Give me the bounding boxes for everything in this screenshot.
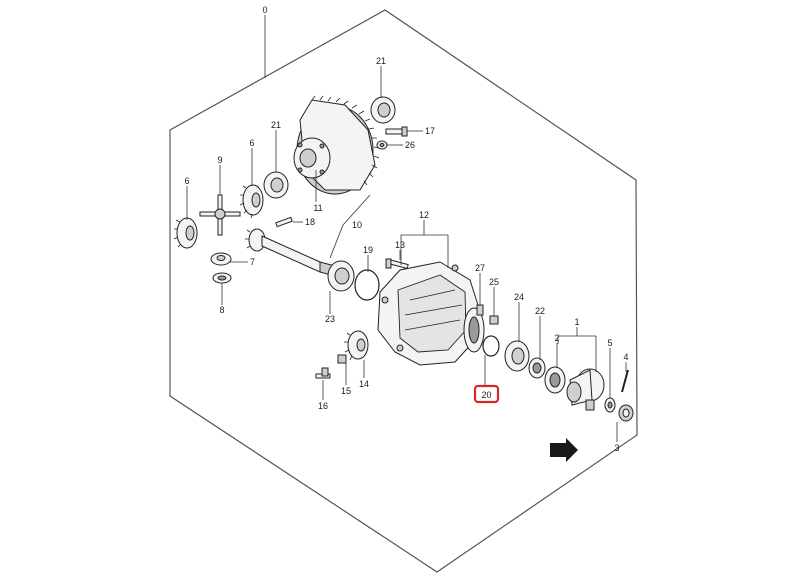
callout-10: 10	[352, 220, 362, 230]
nut-15	[337, 354, 347, 364]
callout-27: 27	[475, 263, 485, 273]
bolt-13	[385, 258, 409, 270]
callout-labels: 0 21 17 26 21 6 9 6 11 18 10 7 8 12 13 1…	[184, 5, 628, 453]
nut-3	[618, 404, 634, 422]
breather-27	[476, 304, 484, 316]
callout-21-middle: 21	[271, 120, 281, 130]
callout-9: 9	[217, 155, 222, 165]
bearing-23	[327, 260, 355, 292]
callout-26: 26	[405, 140, 415, 150]
plug-25	[489, 315, 499, 325]
callout-13: 13	[395, 240, 405, 250]
leader-lines	[186, 15, 627, 442]
spacer-22	[528, 357, 546, 379]
callout-4: 4	[623, 352, 628, 362]
callout-21-top: 21	[376, 56, 386, 66]
o-ring-19	[354, 269, 380, 301]
drive-pinion-10	[245, 228, 336, 277]
callout-2: 2	[554, 333, 559, 343]
front-arrow-icon	[550, 438, 578, 462]
bearing-24	[504, 340, 530, 372]
callout-17: 17	[425, 126, 435, 136]
callout-14: 14	[359, 379, 369, 389]
cotter-pin-4	[621, 369, 629, 393]
bearing-21-middle	[263, 171, 289, 199]
bolt-17	[385, 126, 408, 137]
callout-3: 3	[614, 443, 619, 453]
callout-18: 18	[305, 217, 315, 227]
callout-19: 19	[363, 245, 373, 255]
bolt-16	[315, 367, 331, 379]
side-gear-6-middle	[239, 184, 264, 219]
pinion-cross-9	[199, 194, 241, 236]
assembly-outline	[169, 9, 638, 573]
callout-12: 12	[419, 210, 429, 220]
callout-5: 5	[607, 338, 612, 348]
callout-6-middle: 6	[249, 138, 254, 148]
carrier-housing	[377, 261, 485, 366]
callout-23: 23	[325, 314, 335, 324]
callout-15: 15	[341, 386, 351, 396]
callout-7: 7	[250, 257, 255, 267]
pinion-14	[344, 330, 369, 361]
callout-22: 22	[535, 306, 545, 316]
callout-11: 11	[313, 203, 322, 213]
callout-25: 25	[489, 277, 499, 287]
side-gear-6-left	[173, 217, 198, 249]
thrust-washer-8	[212, 272, 232, 284]
callout-8: 8	[219, 305, 224, 315]
bearing-21-top	[370, 96, 396, 124]
highlighted-callout-20[interactable]: 20	[473, 384, 500, 404]
pinion-gear-7	[210, 252, 232, 266]
ring-gear	[293, 95, 380, 195]
washer-5	[604, 397, 616, 413]
o-ring-20	[482, 335, 500, 357]
callout-24: 24	[514, 292, 524, 302]
callout-16: 16	[318, 401, 328, 411]
callout-1: 1	[574, 317, 579, 327]
bolt-18	[275, 216, 293, 228]
callout-0: 0	[262, 5, 267, 15]
callout-20: 20	[481, 390, 491, 400]
highlight-box	[473, 384, 500, 404]
callout-6-left: 6	[184, 176, 189, 186]
companion-flange-1	[566, 368, 605, 411]
washer-26	[376, 140, 388, 150]
oil-seal-2	[544, 366, 566, 394]
